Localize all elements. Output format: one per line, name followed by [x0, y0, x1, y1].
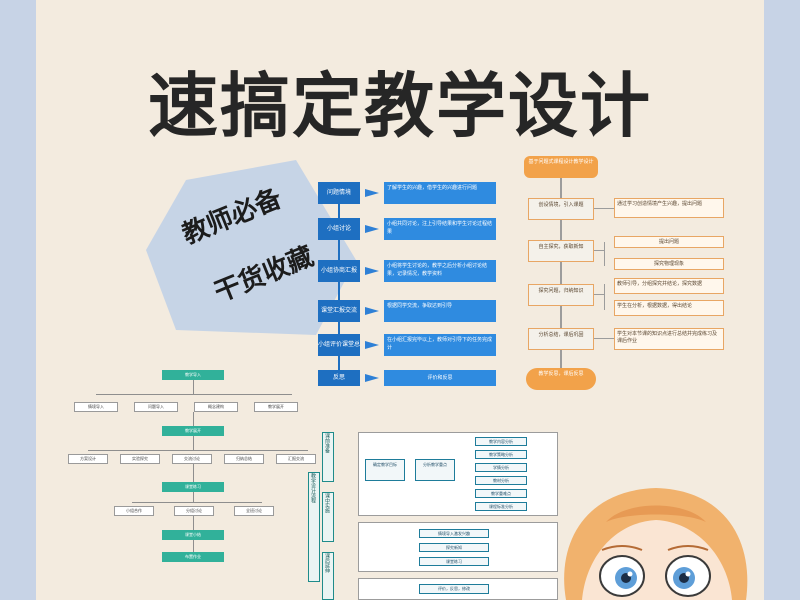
flow-step-label: 小组协商汇报 — [318, 260, 360, 282]
flow-box: 学情分析 — [475, 463, 527, 472]
flow-step-label: 课堂汇报交流 — [318, 300, 360, 322]
tree-node: 归纳总结 — [224, 454, 264, 464]
flow-step-detail: 探究物理现象 — [614, 258, 724, 270]
tree-node: 教学导入 — [162, 370, 224, 380]
flow-section: 课中实施 — [322, 492, 334, 542]
tree-connector — [193, 412, 194, 426]
flow-step-label: 分析总结，课后巩固 — [528, 328, 594, 350]
flow-box: 课堂练习 — [419, 557, 489, 566]
flowchart-tree: 教学导入 情境导入 问题导入 概念建构 教学展开 教学展开 方案设计 实验探究 … — [62, 368, 332, 578]
flow-step-text: 小组共同讨论，注上引导结果和学生讨论过程结果 — [384, 218, 496, 240]
flow-section: 课后延伸 — [322, 552, 334, 600]
tree-node: 分组讨论 — [174, 506, 214, 516]
flow-step-text: 在小组汇报完毕以上，教师对引导下的任务完成计 — [384, 334, 496, 356]
tree-connector — [193, 436, 194, 450]
tree-connector — [193, 464, 194, 482]
arrow-right-icon — [365, 189, 379, 197]
flow-step-label: 探究问题，归纳知识 — [528, 284, 594, 306]
flow-box: 确定教学目标 — [365, 459, 405, 481]
tree-node: 问题导入 — [134, 402, 178, 412]
flow-box: 课程标准分析 — [475, 502, 527, 511]
tree-connector — [193, 380, 194, 394]
flow-section-title: 教学设计流程 — [308, 472, 320, 582]
poster-card: 速搞定教学设计 教师必备 干货收藏 问题情境 了解学生的兴趣，借学生的兴趣进行问… — [36, 0, 764, 600]
arrow-right-icon — [365, 307, 379, 315]
tree-node: 课堂练习 — [162, 482, 224, 492]
flow-panel: 确定教学目标 分析教学重点 教学内容分析 教学策略分析 学情分析 教材分析 教学… — [358, 432, 558, 516]
arrow-right-icon — [365, 267, 379, 275]
flow-box: 教学重难点 — [475, 489, 527, 498]
tag-blob-shape — [146, 160, 356, 335]
flow-step: 小组评价课堂总结 在小组汇报完毕以上，教师对引导下的任务完成计 — [318, 334, 498, 356]
flow-step-text: 小组将学生讨论的，教学之后分析小组讨论结果，记录情况，教学资料 — [384, 260, 496, 282]
flow-panel: 情境导入激发兴趣 探究新知 课堂练习 — [358, 522, 558, 572]
tree-node: 实验探究 — [120, 454, 160, 464]
tree-node: 汇报交流 — [276, 454, 316, 464]
flow-connector — [604, 242, 605, 266]
flow-step-label: 创设情境，引入课题 — [528, 198, 594, 220]
flow-step-detail: 学生在分析，根据数据，得出结论 — [614, 300, 724, 316]
flow-step-detail: 学生对本节课的知识点进行总结并完成练习及课后作业 — [614, 328, 724, 350]
flow-step-label: 小组评价课堂总结 — [318, 334, 360, 356]
arrow-right-icon — [365, 341, 379, 349]
flow-connector — [594, 250, 604, 251]
flow-box: 分析教学重点 — [415, 459, 455, 481]
tree-connector — [193, 540, 194, 552]
flow-connector — [560, 178, 562, 368]
tree-node: 教学展开 — [254, 402, 298, 412]
tree-node: 课堂小结 — [162, 530, 224, 540]
flow-box: 教学策略分析 — [475, 450, 527, 459]
flow-step-text: 了解学生的兴趣，借学生的兴趣进行问题 — [384, 182, 496, 204]
flow-connector — [594, 208, 614, 209]
arrow-right-icon — [365, 374, 379, 382]
flow-step-label: 自主探究，获取新知 — [528, 240, 594, 262]
flow-step-detail: 教师引导，分组探究并结论，探究数据 — [614, 278, 724, 294]
flow-step: 小组讨论 小组共同讨论，注上引导结果和学生讨论过程结果 — [318, 218, 498, 240]
tree-node: 情境导入 — [74, 402, 118, 412]
page-title: 速搞定教学设计 — [148, 64, 652, 147]
flow-box: 探究新知 — [419, 543, 489, 552]
flow-step-label: 小组讨论 — [318, 218, 360, 240]
flow-step: 问题情境 了解学生的兴趣，借学生的兴趣进行问题 — [318, 182, 498, 204]
flow-box: 教学内容分析 — [475, 437, 527, 446]
flow-step-label: 问题情境 — [318, 182, 360, 204]
flow-connector — [338, 204, 340, 374]
flow-step-text: 评价和反思 — [384, 370, 496, 386]
flow-step: 课堂汇报交流 根据同学交流，争取达到引导 — [318, 300, 498, 322]
flow-section: 课前准备 — [322, 432, 334, 482]
arrow-right-icon — [365, 225, 379, 233]
tree-node: 交流讨论 — [172, 454, 212, 464]
flow-connector — [604, 284, 605, 310]
tree-connector — [88, 450, 308, 451]
flow-box: 情境导入激发兴趣 — [419, 529, 489, 538]
tree-connector — [193, 492, 194, 502]
flow-step-label: 反思 — [318, 370, 360, 386]
flow-step-detail: 提出问题 — [614, 236, 724, 248]
girl-illustration — [564, 488, 748, 600]
tree-node: 全班讨论 — [234, 506, 274, 516]
flow-step: 小组协商汇报 小组将学生讨论的，教学之后分析小组讨论结果，记录情况，教学资料 — [318, 260, 498, 282]
tree-node: 方案设计 — [68, 454, 108, 464]
tree-connector — [96, 394, 292, 395]
tree-node: 教学展开 — [162, 426, 224, 436]
flow-start: 基于问题式课程设计教学设计 — [524, 156, 598, 178]
flow-connector — [594, 338, 614, 339]
flow-step-text: 根据同学交流，争取达到引导 — [384, 300, 496, 322]
tree-node: 布置作业 — [162, 552, 224, 562]
flowchart-teal: 教学设计流程 课前准备 课中实施 课后延伸 确定教学目标 分析教学重点 教学内容… — [308, 432, 558, 600]
flow-panel: 评价，反思，修改 — [358, 578, 558, 600]
flow-step: 反思 评价和反思 — [318, 370, 498, 386]
tree-node: 小组合作 — [114, 506, 154, 516]
flow-step-detail: 通过学习创造情境产生兴趣，提出问题 — [614, 198, 724, 218]
flow-connector — [594, 294, 604, 295]
tree-connector — [193, 516, 194, 530]
tree-node: 概念建构 — [194, 402, 238, 412]
flow-end: 教学反思，课后反思 — [526, 368, 596, 390]
tree-connector — [132, 502, 262, 503]
flow-box: 教材分析 — [475, 476, 527, 485]
flow-box: 评价，反思，修改 — [419, 584, 489, 594]
